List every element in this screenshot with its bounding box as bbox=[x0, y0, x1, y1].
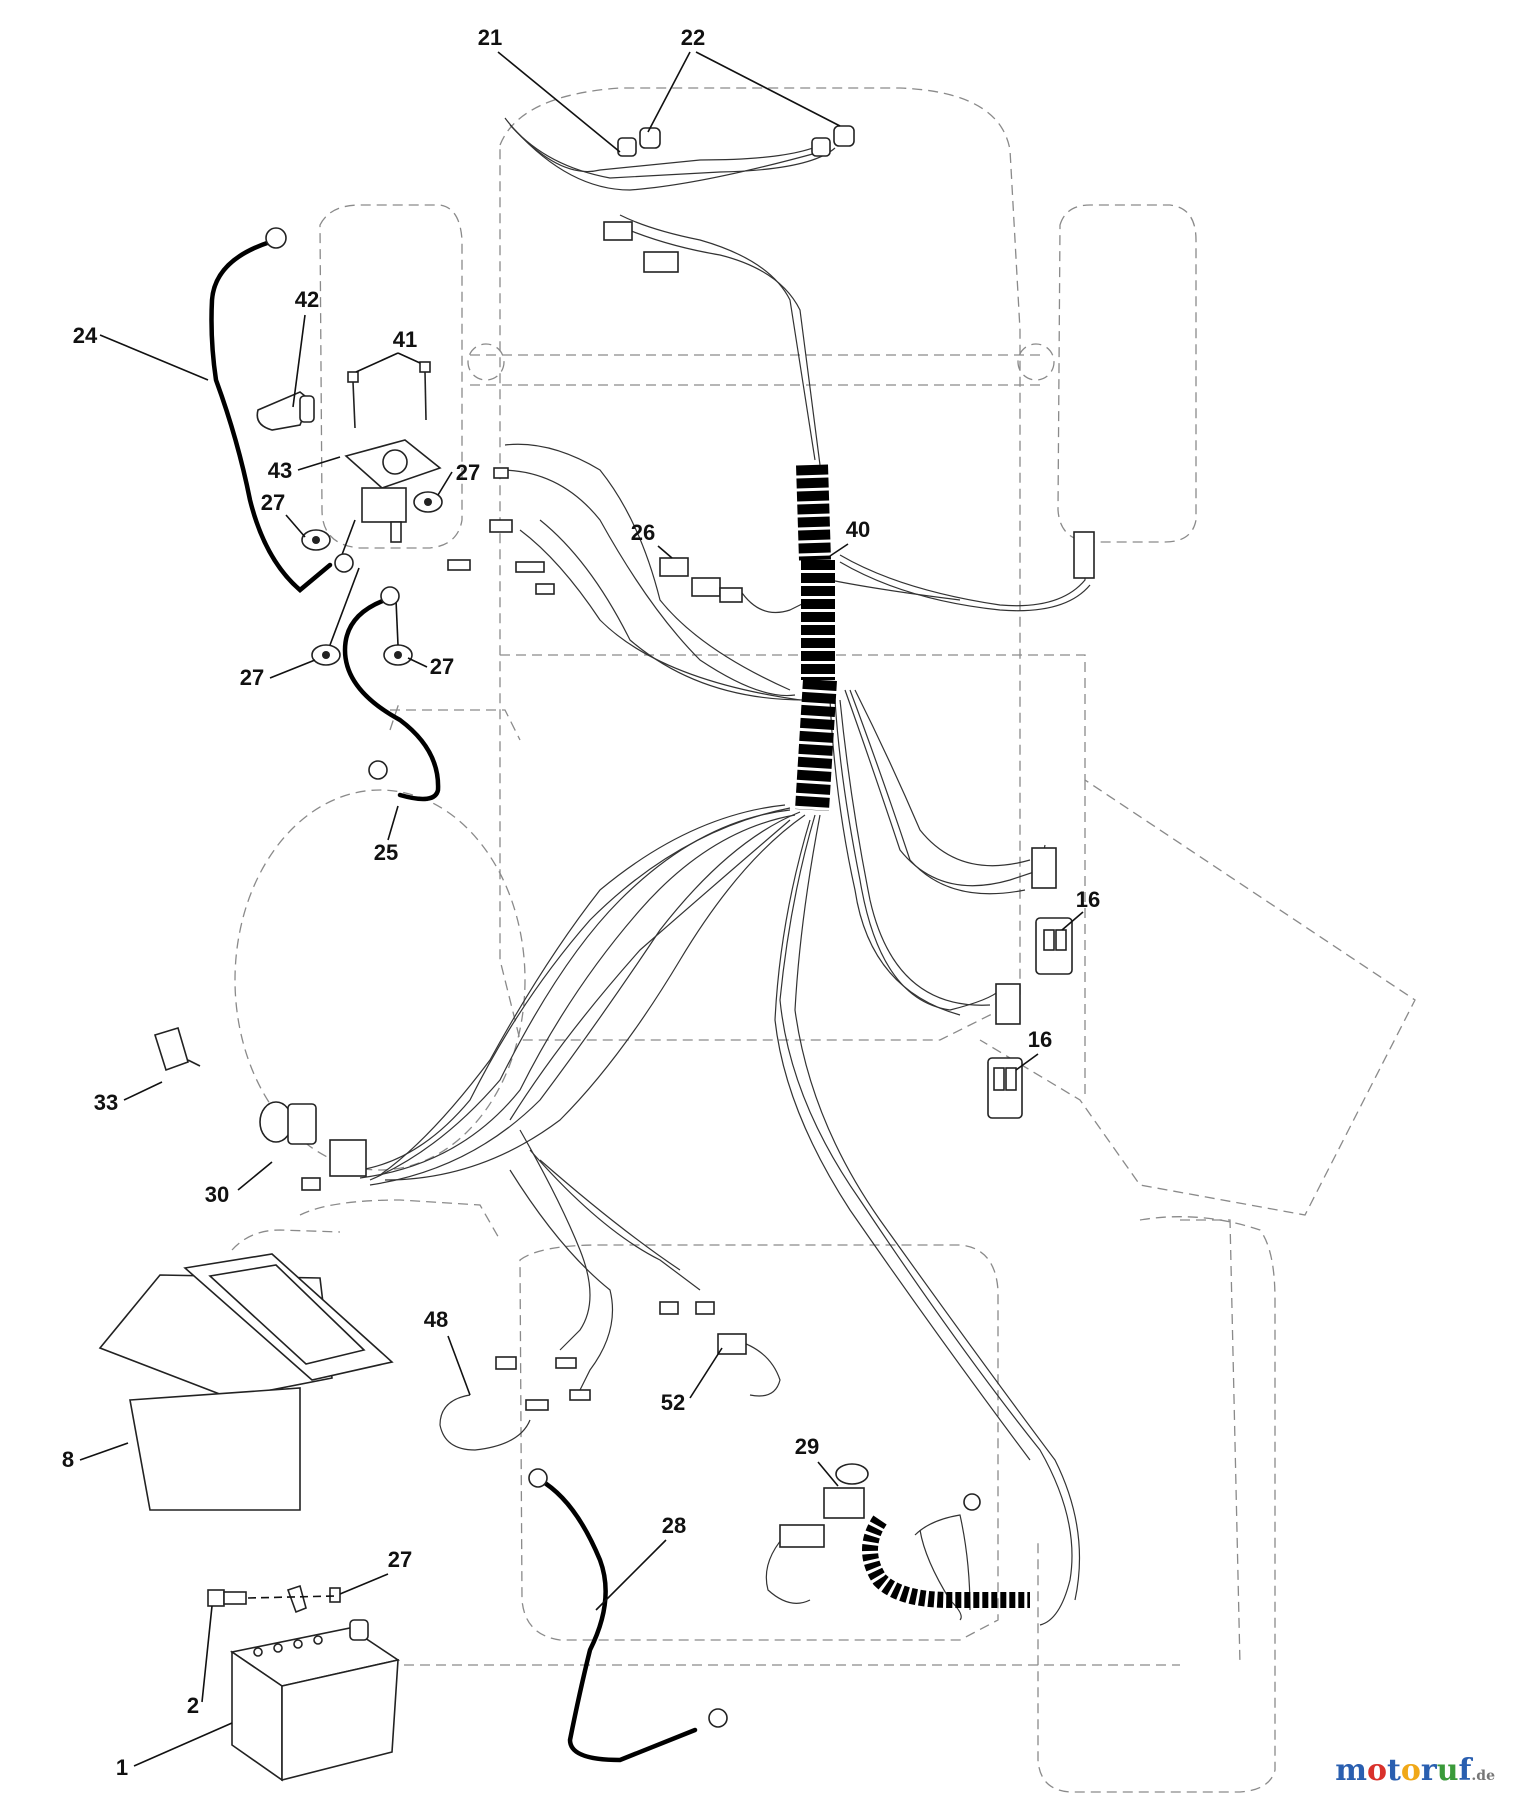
hold-down-bracket bbox=[286, 1584, 307, 1614]
callout-33: 33 bbox=[94, 1090, 118, 1115]
connector-52 bbox=[659, 1301, 747, 1355]
watermark-logo: motoruf.de bbox=[1335, 1753, 1495, 1788]
tractor-outline bbox=[231, 87, 1416, 1793]
nut-27e bbox=[329, 1587, 341, 1603]
lamp-socket-right bbox=[811, 125, 855, 157]
watermark-letter: r bbox=[1420, 1753, 1437, 1788]
bolt-2 bbox=[207, 1589, 247, 1607]
watermark-letter: o bbox=[1367, 1753, 1388, 1788]
callout-25: 25 bbox=[374, 840, 398, 865]
watermark-letter: m bbox=[1335, 1753, 1367, 1788]
callout-42: 42 bbox=[295, 287, 319, 312]
watermark-letter: u bbox=[1436, 1753, 1459, 1788]
callout-29: 29 bbox=[795, 1434, 819, 1459]
callout-21: 21 bbox=[478, 25, 502, 50]
switch-16a bbox=[1035, 917, 1073, 975]
connector-48 bbox=[495, 1356, 591, 1411]
callout-43: 43 bbox=[268, 458, 292, 483]
callout-52: 52 bbox=[661, 1390, 685, 1415]
callout-40: 40 bbox=[846, 517, 870, 542]
watermark-letter: o bbox=[1400, 1753, 1421, 1788]
callout-28: 28 bbox=[662, 1513, 686, 1538]
switch-16b bbox=[987, 1057, 1023, 1119]
callout-48: 48 bbox=[424, 1307, 448, 1332]
callout-16-a: 16 bbox=[1076, 887, 1100, 912]
callout-27-c: 27 bbox=[240, 665, 264, 690]
callout-27-a: 27 bbox=[456, 460, 480, 485]
callout-22: 22 bbox=[681, 25, 705, 50]
callout-41: 41 bbox=[393, 327, 417, 352]
watermark-letter: t bbox=[1387, 1753, 1401, 1788]
terminal-small-d bbox=[447, 559, 471, 571]
terminal-small-e bbox=[535, 583, 555, 595]
callout-27-e: 27 bbox=[388, 1547, 412, 1572]
callout-26: 26 bbox=[631, 520, 655, 545]
battery-cable-25 bbox=[342, 597, 441, 802]
terminal-small-b bbox=[489, 519, 513, 533]
battery-box-8 bbox=[98, 1253, 394, 1511]
battery-cable-24 bbox=[209, 239, 333, 593]
ignition-key-33 bbox=[153, 1026, 201, 1072]
ring-terminals bbox=[265, 227, 981, 1728]
solenoid-43 bbox=[344, 439, 442, 543]
callout-16-b: 16 bbox=[1028, 1027, 1052, 1052]
nut-27d bbox=[383, 644, 413, 666]
leader-lines bbox=[79, 51, 1084, 1767]
callout-2: 2 bbox=[187, 1693, 199, 1718]
callout-27-d: 27 bbox=[430, 654, 454, 679]
battery-1 bbox=[229, 1619, 400, 1782]
callout-8: 8 bbox=[62, 1447, 74, 1472]
watermark-letter: f bbox=[1458, 1753, 1472, 1788]
terminal-small-c bbox=[515, 561, 545, 573]
callout-27-b: 27 bbox=[261, 490, 285, 515]
callout-1: 1 bbox=[116, 1755, 128, 1780]
thick-cables bbox=[209, 239, 1030, 1763]
callout-numbers: 21 22 24 42 41 43 27 27 26 40 27 27 25 1… bbox=[62, 25, 1100, 1780]
connector-right bbox=[1073, 531, 1095, 579]
nut-27c bbox=[311, 644, 341, 666]
watermark-tld: .de bbox=[1471, 1768, 1495, 1784]
conduit-40 bbox=[795, 464, 837, 812]
parts bbox=[98, 125, 1095, 1782]
seat-switch-29 bbox=[779, 1463, 869, 1548]
connector-top-right bbox=[643, 251, 679, 273]
connector-top-left bbox=[603, 221, 633, 241]
terminal-boot-42 bbox=[256, 391, 315, 431]
connector-16b bbox=[995, 983, 1021, 1025]
nut-27b bbox=[301, 529, 331, 551]
fuse-holder-26 bbox=[659, 557, 743, 603]
nut-27a bbox=[413, 491, 443, 513]
harness-wires bbox=[359, 117, 1091, 1626]
lamp-socket-left bbox=[617, 127, 661, 157]
ignition-switch-30 bbox=[259, 1101, 367, 1191]
callout-30: 30 bbox=[205, 1182, 229, 1207]
bolts-41 bbox=[347, 361, 431, 429]
connector-16a bbox=[1031, 847, 1057, 889]
terminal-small-a bbox=[493, 467, 509, 479]
callout-24: 24 bbox=[73, 323, 98, 348]
battery-cable-28 bbox=[537, 1477, 698, 1763]
